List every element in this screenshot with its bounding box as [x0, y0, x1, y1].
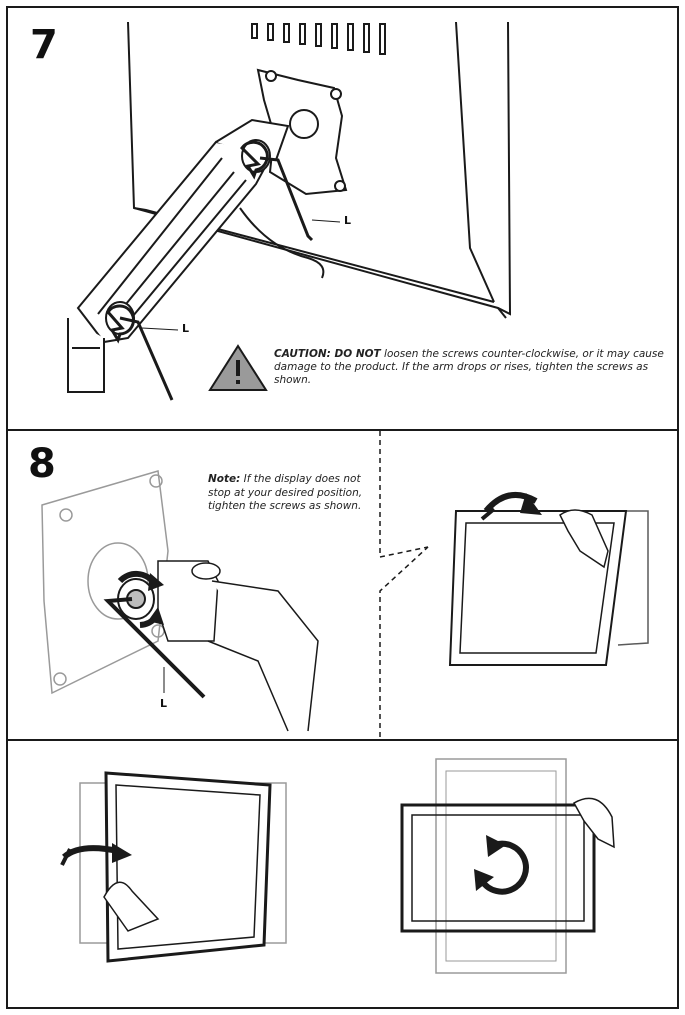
note-body: If the display does not stop at your des…	[208, 473, 363, 512]
rotate-monitor	[400, 758, 596, 974]
caution-body: loosen the screws counter-clockwise, or …	[274, 348, 664, 386]
allen-key-label-top: L	[344, 214, 352, 227]
rotate-circle-icon	[474, 835, 529, 895]
vesa-plate-light	[41, 470, 169, 695]
allen-key-label: L	[160, 697, 168, 710]
swivel-monitor	[79, 771, 287, 963]
allen-key-top	[259, 156, 314, 242]
warning-triangle-icon	[208, 344, 268, 391]
step-7-illustration	[67, 21, 512, 401]
monitor-back	[127, 21, 512, 319]
caution-title: CAUTION: DO NOT	[274, 348, 381, 360]
note-title: Note:	[208, 473, 241, 485]
hand-right	[572, 797, 615, 849]
caution-text: CAUTION: DO NOT loosen the screws counte…	[274, 348, 674, 387]
vents	[251, 23, 386, 55]
step-8-number: 8	[28, 441, 56, 487]
allen-key	[103, 597, 206, 699]
step-9-illustration	[60, 758, 615, 974]
note-text: Note: If the display does not stop at yo…	[208, 473, 373, 514]
step-8-illustration	[41, 431, 649, 737]
rotate-arrow-icon	[106, 140, 269, 344]
step-9-panel	[6, 739, 679, 1009]
hand-left	[103, 881, 160, 932]
allen-key-label-bottom: L	[182, 322, 190, 335]
allen-key-bottom	[119, 316, 174, 401]
hand	[559, 509, 609, 569]
arm-joint	[157, 560, 319, 732]
step-7-panel: 7	[6, 6, 679, 431]
step-8-panel: 8 Note: If the display does not stop at …	[6, 429, 679, 741]
rotate-arrow-icon	[117, 570, 164, 628]
swivel-arrow-icon	[60, 843, 132, 866]
tilt-arrow-icon	[480, 491, 542, 521]
tilt-monitor	[448, 510, 649, 666]
step-7-number: 7	[30, 22, 58, 68]
